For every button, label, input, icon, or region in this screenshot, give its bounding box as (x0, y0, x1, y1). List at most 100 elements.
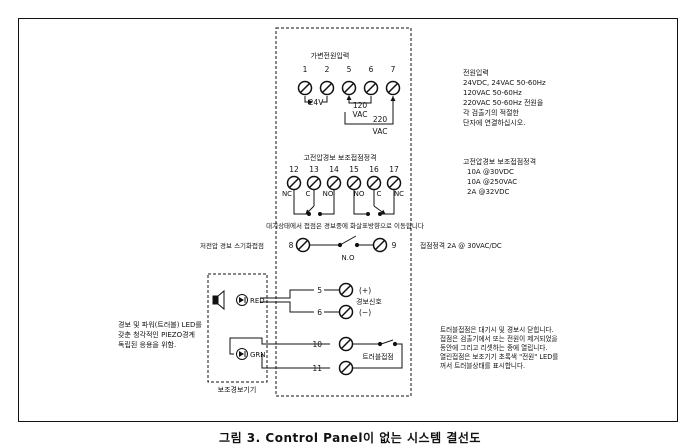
screw-terminal-icon (346, 175, 362, 191)
screw-terminal-icon (366, 175, 382, 191)
bracket-24v-right (322, 96, 328, 103)
screw-terminal-icon (338, 282, 354, 298)
alarm-sign-plus: (+) (359, 286, 371, 295)
terminal-number: 7 (391, 65, 396, 74)
panel-box (275, 27, 412, 397)
terminal-number: 15 (349, 165, 359, 174)
note-line: 트러블접점은 대기시 및 경보시 닫힙니다. (440, 326, 554, 334)
power-input-note: 전원입력 24VDC, 24VAC 50-60Hz 120VAC 50-60Hz… (463, 68, 546, 128)
note-line: 10A @250VAC (467, 178, 518, 186)
screw-terminal-icon (297, 80, 313, 96)
terminal-number: 6 (369, 65, 374, 74)
contact-label: NC (394, 190, 404, 198)
screw-terminal-icon (372, 237, 388, 253)
screw-terminal-icon (306, 175, 322, 191)
aux-device-label: 보조경보기기 (218, 385, 257, 394)
contact-label: NO (354, 190, 365, 198)
terminal-number: 14 (329, 165, 339, 174)
note-line: 220VAC 50-60Hz 전원을 (463, 99, 544, 107)
screw-terminal-icon (386, 175, 402, 191)
note-line: 10A @30VDC (467, 168, 514, 176)
screw-terminal-icon (319, 80, 335, 96)
trouble-note: 트러블접점은 대기시 및 경보시 닫힙니다. 접점은 검출기에서 또는 전원이 … (440, 326, 558, 371)
screw-terminal-icon (363, 80, 379, 96)
contact-label: C (306, 190, 311, 198)
led-grn-icon (236, 348, 248, 360)
note-line: 2A @32VDC (467, 188, 510, 196)
label-220: 220 (373, 115, 388, 124)
relay-title: 고전압경보 보조접점정격 (303, 153, 376, 162)
terminal-number: 5 (347, 65, 352, 74)
screw-terminal-icon (286, 175, 302, 191)
note-line: 120VAC 50-60Hz (463, 89, 522, 97)
trouble-contact (353, 339, 403, 369)
led-note: 경보 및 파워(트러블) LED를 갖춘 청각적인 PIEZO경계 독립된 응용… (118, 320, 202, 350)
note-line: 독립된 응용을 위함. (118, 341, 177, 349)
led-grn-label: GRN (250, 351, 266, 359)
terminal-number: 13 (309, 165, 319, 174)
led-red-icon (236, 294, 248, 306)
note-line: 고전압경보 보조접점정격 (463, 158, 537, 166)
relay-terminals (286, 175, 402, 191)
no-switch (310, 235, 374, 248)
wire-grn-right (261, 354, 330, 369)
screw-terminal-icon (338, 304, 354, 320)
aux-device-box (207, 273, 268, 383)
low-voltage-label: 저전압 경보 스기화접점 (200, 241, 264, 250)
label-vac-2: VAC (373, 127, 388, 136)
note-line: 각 검출기의 적절한 (463, 109, 519, 117)
terminal-number: 9 (392, 241, 397, 250)
screw-terminal-icon (341, 80, 357, 96)
label-vac-1: VAC (353, 110, 368, 119)
note-line: 열린접점은 보조기기 초록색 "전원" LED를 (440, 353, 559, 361)
screw-terminal-icon (338, 360, 354, 376)
terminal-number: 5 (317, 286, 322, 295)
terminal-number: 11 (312, 364, 322, 373)
bracket-24v (304, 96, 313, 105)
note-line: 24VDC, 24VAC 50-60Hz (463, 79, 546, 87)
power-terminal-numbers: 1 2 5 6 7 (303, 65, 396, 74)
terminal-number: 17 (389, 165, 399, 174)
figure-caption: 그림 3. Control Panel이 없는 시스템 결선도 (219, 431, 481, 445)
screw-terminal-icon (338, 336, 354, 352)
wire-red-minus (260, 301, 314, 313)
relay-contact-left (293, 190, 335, 216)
screw-terminal-icon (295, 237, 311, 253)
diagram-frame (18, 18, 678, 422)
alarm-signal-label: 경보신호 (356, 297, 382, 306)
piezo-buzzer-icon (212, 289, 225, 311)
relay-contact-right (353, 190, 395, 216)
contact-label: NO (323, 190, 334, 198)
contact-label: NC (282, 190, 292, 198)
screw-terminal-icon (385, 80, 401, 96)
relay-terminal-numbers: 12 13 14 15 16 17 (289, 165, 399, 174)
terminal-number: 1 (303, 65, 308, 74)
note-line: 전원입력 (463, 69, 489, 77)
terminal-number: 16 (369, 165, 379, 174)
power-input-title: 가변전원입력 (311, 51, 350, 60)
trouble-contact-label: 트러블접점 (362, 352, 393, 361)
no-label: N.O (342, 254, 355, 262)
label-24v: 24V (309, 98, 325, 107)
alarm-sign-minus: (−) (359, 308, 371, 317)
wire-red-plus (260, 289, 314, 299)
terminal-number: 6 (317, 308, 322, 317)
relay-rating-note: 고전압경보 보조접점정격 10A @30VDC 10A @250VAC 2A @… (463, 157, 536, 197)
label-120: 120 (353, 101, 368, 110)
note-line: 단자에 연결하십시오. (463, 119, 526, 127)
led-red-label: RED (250, 297, 265, 305)
terminal-number: 2 (325, 65, 330, 74)
note-line: 경보 및 파워(트러블) LED를 (118, 321, 202, 329)
note-line: 갖춘 청각적인 PIEZO경계 (118, 331, 195, 339)
screw-terminal-icon (326, 175, 342, 191)
note-line: 동안에 그리고 리셋하는 중에 열립니다. (440, 344, 548, 352)
standby-note: 대기상태에서 접점은 경보중에 화살표방향으로 이동합니다 (266, 221, 424, 230)
note-line: 접점은 검출기에서 또는 전원이 제거되었을 (440, 335, 558, 343)
terminal-number: 12 (289, 165, 299, 174)
terminal-number: 8 (289, 241, 294, 250)
terminal-number: 10 (312, 340, 322, 349)
wire-grn-left (229, 337, 330, 355)
contact-labels: NC C NO NO C NC (282, 190, 404, 198)
power-terminals (297, 80, 401, 96)
